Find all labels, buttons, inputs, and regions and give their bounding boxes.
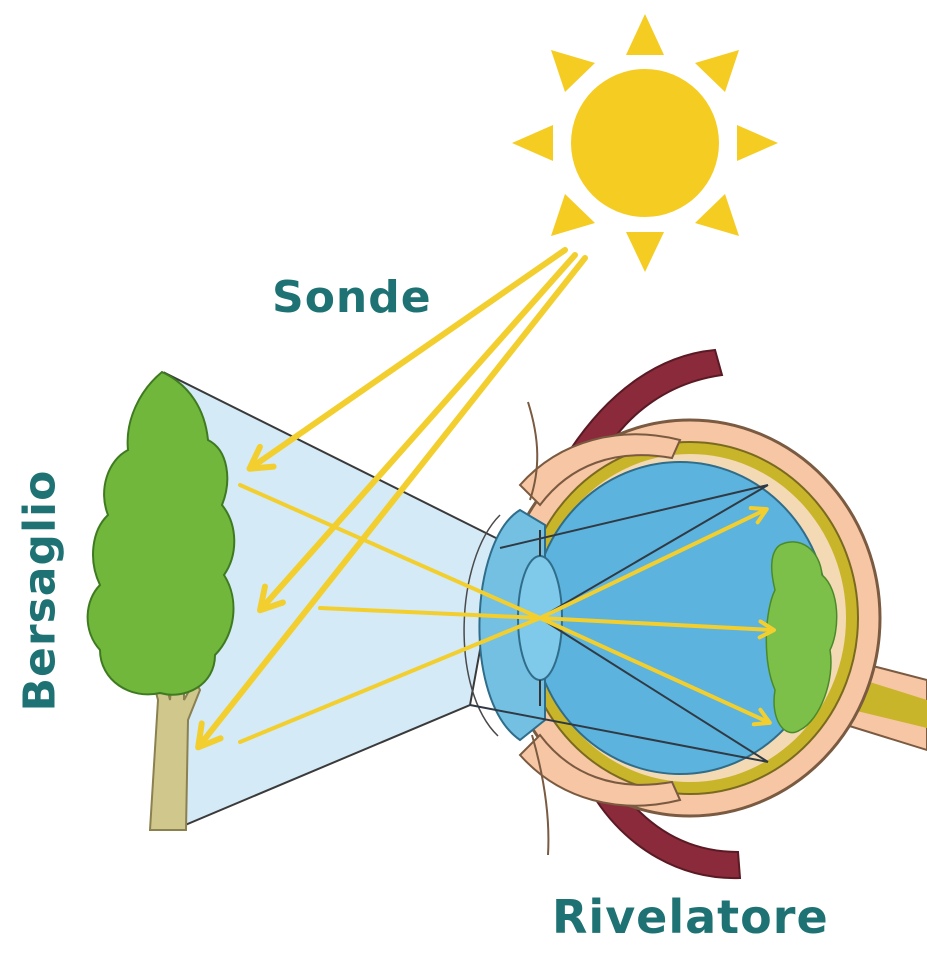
detector-label: Rivelatore bbox=[552, 890, 829, 944]
sun-icon bbox=[512, 14, 778, 272]
eye-icon bbox=[464, 402, 880, 855]
target-label: Bersaglio bbox=[15, 512, 66, 712]
probes-label: Sonde bbox=[272, 272, 432, 323]
